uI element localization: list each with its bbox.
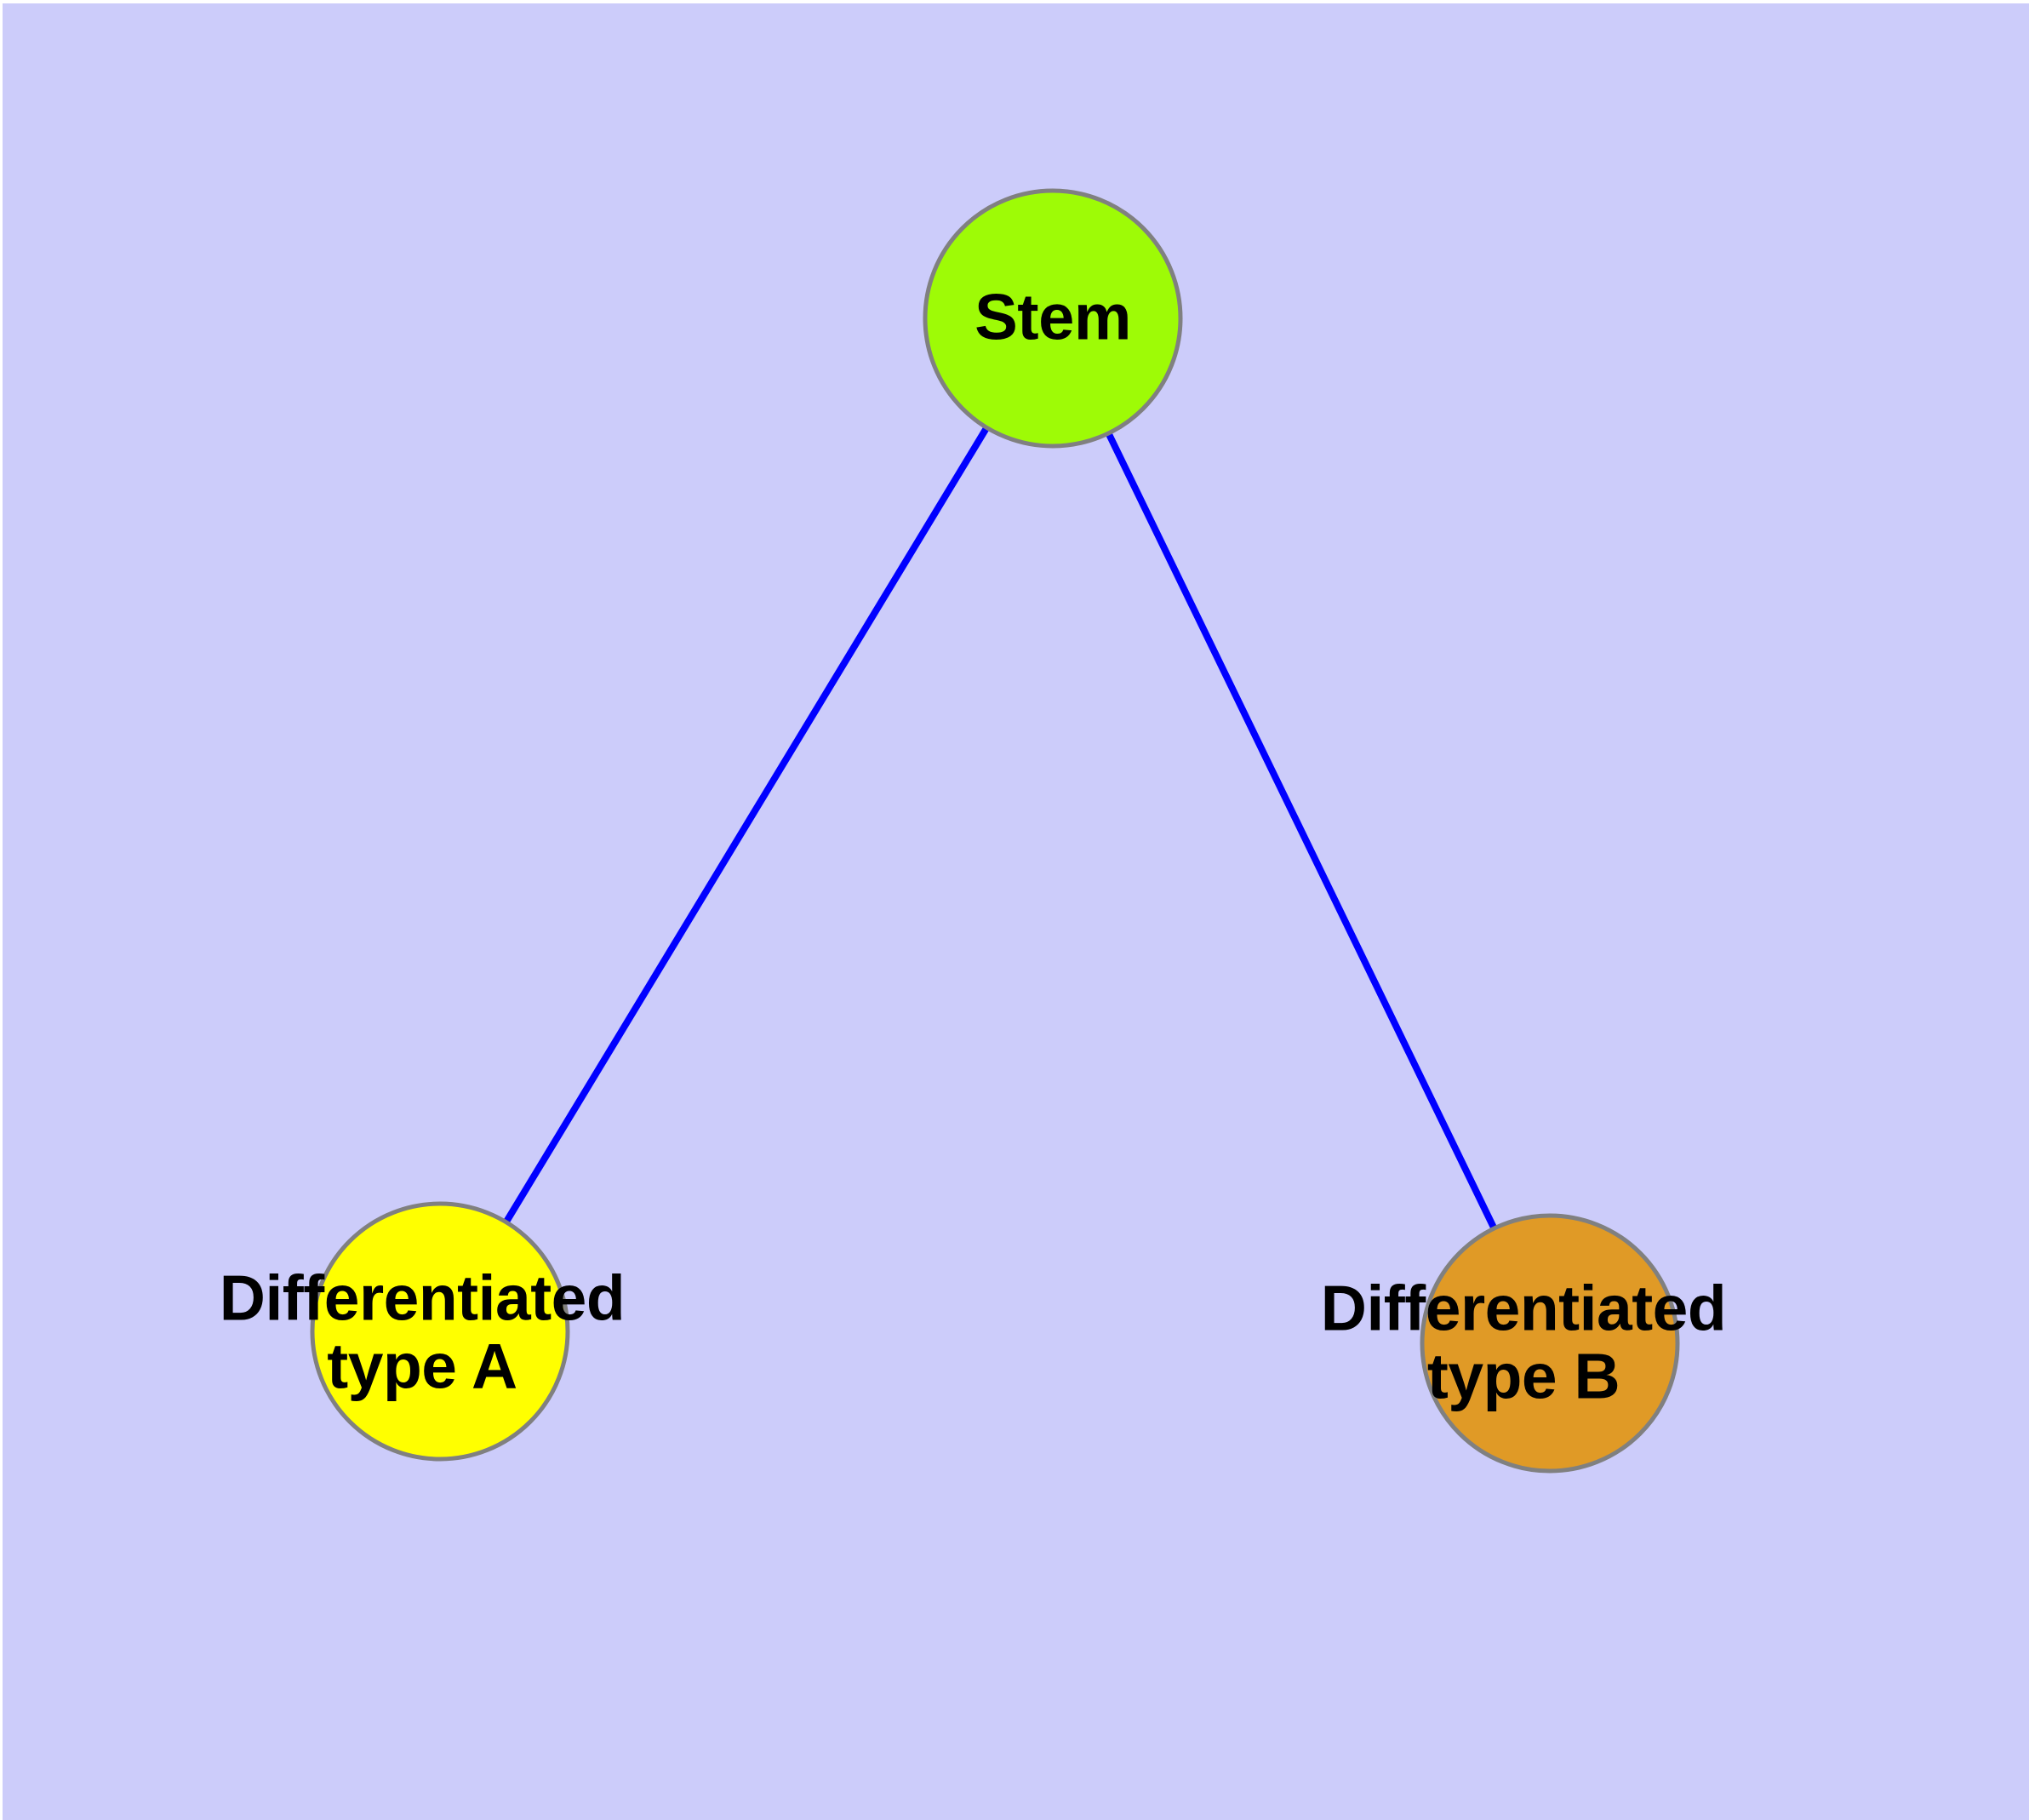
graph-node-diff_a[interactable] — [310, 1201, 570, 1462]
graph-node-diff_b[interactable] — [1420, 1213, 1680, 1474]
graph-node-stem[interactable] — [923, 188, 1183, 449]
graph-edge-stem-diff_b — [1104, 430, 1499, 1232]
nodes-layer — [310, 188, 1680, 1474]
edges-layer — [502, 424, 1499, 1232]
graph-edge-stem-diff_a — [502, 424, 991, 1226]
